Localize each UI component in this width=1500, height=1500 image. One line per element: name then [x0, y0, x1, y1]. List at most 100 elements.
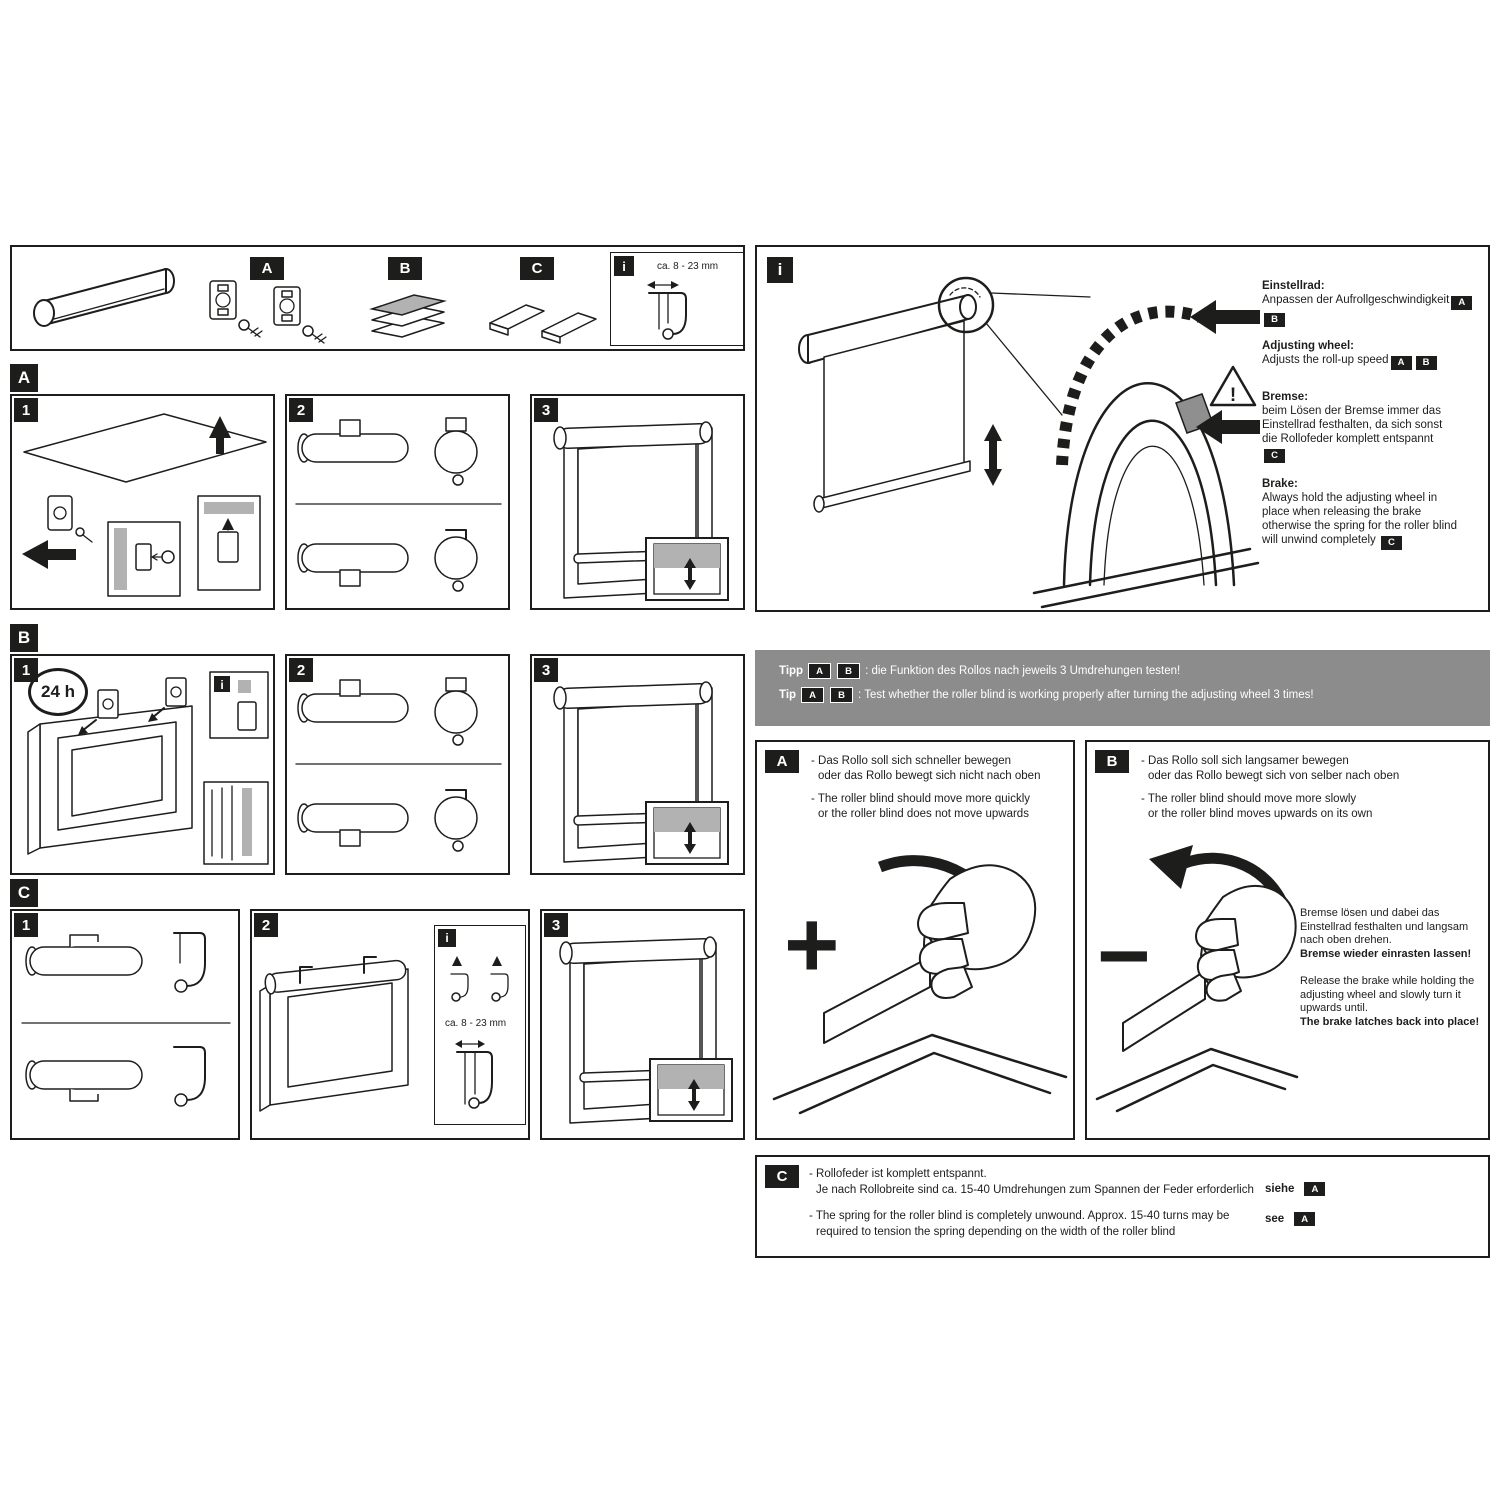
- en-line: - The roller blind should move more quic…: [811, 793, 1031, 805]
- ref-badge-c: C: [1380, 536, 1402, 550]
- de-line: - Das Rollo soll sich langsamer bewegen: [1141, 755, 1349, 767]
- panel-a-text: - Das Rollo soll sich schneller bewegen …: [811, 754, 1069, 822]
- wait-24h-indicator: 24 h: [28, 668, 88, 716]
- en-line: or the roller blind moves upwards on its…: [1148, 808, 1373, 820]
- step-box-b3: 3: [530, 654, 745, 875]
- info-icon: i: [438, 929, 456, 947]
- tip-line-de: Tipp A B : die Funktion des Rollos nach …: [779, 663, 1490, 679]
- brake-release-text: Bremse lösen und dabei das Einstellrad f…: [1300, 907, 1486, 1029]
- step-box-b2: 2: [285, 654, 510, 875]
- clamp-parts-icon: [489, 304, 597, 344]
- brake-title: Brake:: [1262, 478, 1298, 490]
- step-box-c3: 3: [540, 909, 745, 1140]
- clamp-insert-icons: [450, 956, 509, 1002]
- parts-overview-box: A B C i ca. 8 - 23 mm: [10, 245, 745, 351]
- warning-icon: !: [1209, 365, 1257, 407]
- section-b-label: B: [10, 624, 38, 652]
- ref-badge-a: A: [1304, 1182, 1326, 1196]
- hook-in-step: [297, 677, 478, 746]
- de-action: Bremse lösen und dabei das Einstellrad f…: [1300, 907, 1469, 946]
- ref-badge-b: B: [1415, 356, 1437, 370]
- svg-text:i: i: [220, 678, 223, 692]
- panel-faster: A - Das Rollo soll sich schneller bewege…: [755, 740, 1075, 1140]
- step-box-b1: 1 24 h i: [10, 654, 275, 875]
- info-icon: [214, 676, 230, 692]
- ref-badge-a: A: [1390, 356, 1412, 370]
- ref-badge-a: A: [1451, 296, 1473, 310]
- panel-c-label: C: [765, 1165, 799, 1188]
- left-arrow-icon: [22, 540, 76, 569]
- adjusting-wheel-info-box: i ! Einstellrad: Anpassen: [755, 245, 1490, 612]
- svg-text:!: !: [1230, 385, 1236, 406]
- roller-blind-product-icon: [33, 268, 175, 327]
- plus-sign: +: [784, 892, 839, 998]
- step-number-3: 3: [534, 658, 558, 682]
- de-line: - Das Rollo soll sich schneller bewegen: [811, 755, 1012, 767]
- ref-badge-a: A: [801, 687, 825, 703]
- panel-slower: B - Das Rollo soll sich langsamer bewege…: [1085, 740, 1490, 1140]
- tipp-label: Tipp: [779, 665, 804, 677]
- einstellrad-title: Einstellrad:: [1262, 280, 1325, 292]
- wall-ceiling-mounting-diagram: [22, 413, 267, 597]
- step-number-3: 3: [544, 913, 568, 937]
- up-down-arrow-icon: [684, 558, 696, 590]
- adhesive-pads-icon: [369, 294, 447, 338]
- en-line: or the roller blind does not move upward…: [818, 808, 1029, 820]
- turn-wheel-minus-illustration: −: [1095, 845, 1299, 1113]
- turn-wheel-plus-illustration: +: [772, 855, 1068, 1115]
- blind-on-window-diagram: [553, 681, 729, 865]
- tip-text: : Test whether the roller blind is worki…: [858, 689, 1314, 701]
- en-line: - The spring for the roller blind is com…: [809, 1210, 1230, 1222]
- curved-arrow-icon: [1149, 845, 1193, 889]
- step-box-a1: 1: [10, 394, 275, 610]
- mounting-brackets-icon: [209, 280, 327, 344]
- panel-b-label: B: [1095, 750, 1129, 773]
- click-in-step: [297, 789, 478, 852]
- step-number-1: 1: [14, 913, 38, 937]
- brake-pointer-arrow-icon: [1196, 410, 1260, 444]
- de-line: Je nach Rollobreite sind ca. 15-40 Umdre…: [816, 1184, 1254, 1196]
- de-line: oder das Rollo bewegt sich nicht nach ob…: [818, 770, 1041, 782]
- blind-on-window-diagram: [553, 421, 729, 601]
- part-b-label: B: [388, 257, 422, 280]
- en-action: Release the brake while holding the adju…: [1300, 975, 1475, 1014]
- en-line: - The roller blind should move more slow…: [1141, 793, 1357, 805]
- step-number-3: 3: [534, 398, 558, 422]
- panel-b-text: - Das Rollo soll sich langsamer bewegen …: [1141, 754, 1441, 822]
- clamp-below-step: [25, 1046, 206, 1107]
- ref-badge-a: A: [1294, 1212, 1316, 1226]
- clamp-profile-diagram: [647, 281, 687, 340]
- en-line: required to tension the spring depending…: [816, 1226, 1176, 1238]
- step-number-2: 2: [289, 658, 313, 682]
- tip-label: Tip: [779, 689, 797, 701]
- step-number-1: 1: [14, 398, 38, 422]
- panel-c-text: - Rollofeder ist komplett entspannt. Je …: [809, 1166, 1254, 1240]
- minus-sign: −: [1097, 905, 1151, 1007]
- tip-line-en: Tip A B : Test whether the roller blind …: [779, 687, 1490, 703]
- step-box-c2: 2 i ca. 8 - 23 mm: [250, 909, 530, 1140]
- click-into-bracket-diagram: [295, 417, 502, 592]
- clamp-depth-profile: [455, 1040, 493, 1109]
- up-down-arrow-icon: [984, 424, 1002, 486]
- step-box-a3: 3: [530, 394, 745, 610]
- step-box-a2: 2: [285, 394, 510, 610]
- clamp-on-top-step: [25, 932, 206, 993]
- bremse-title: Bremse:: [1262, 391, 1309, 403]
- hook-in-step: [297, 417, 478, 486]
- tipp-text: : die Funktion des Rollos nach jeweils 3…: [865, 665, 1181, 677]
- clamp-info-inset: i ca. 8 - 23 mm: [434, 925, 526, 1125]
- tip-bar: Tipp A B : die Funktion des Rollos nach …: [755, 650, 1490, 726]
- enlarged-adjusting-wheel: [1032, 305, 1260, 609]
- blind-on-window-diagram: [559, 936, 733, 1124]
- up-arrow-icon: [209, 416, 231, 454]
- section-a-label: A: [10, 364, 38, 392]
- panel-a-label: A: [765, 750, 799, 773]
- clamp-range-label: ca. 8 - 23 mm: [445, 1018, 507, 1029]
- bremse-text: beim Lösen der Bremse immer das Einstell…: [1262, 405, 1443, 463]
- hand: [1195, 885, 1297, 1002]
- clamp-on-frame-diagram: [259, 956, 409, 1112]
- adjusting-wheel-title: Adjusting wheel:: [1262, 340, 1354, 352]
- brake-text: Always hold the adjusting wheel in place…: [1262, 492, 1457, 550]
